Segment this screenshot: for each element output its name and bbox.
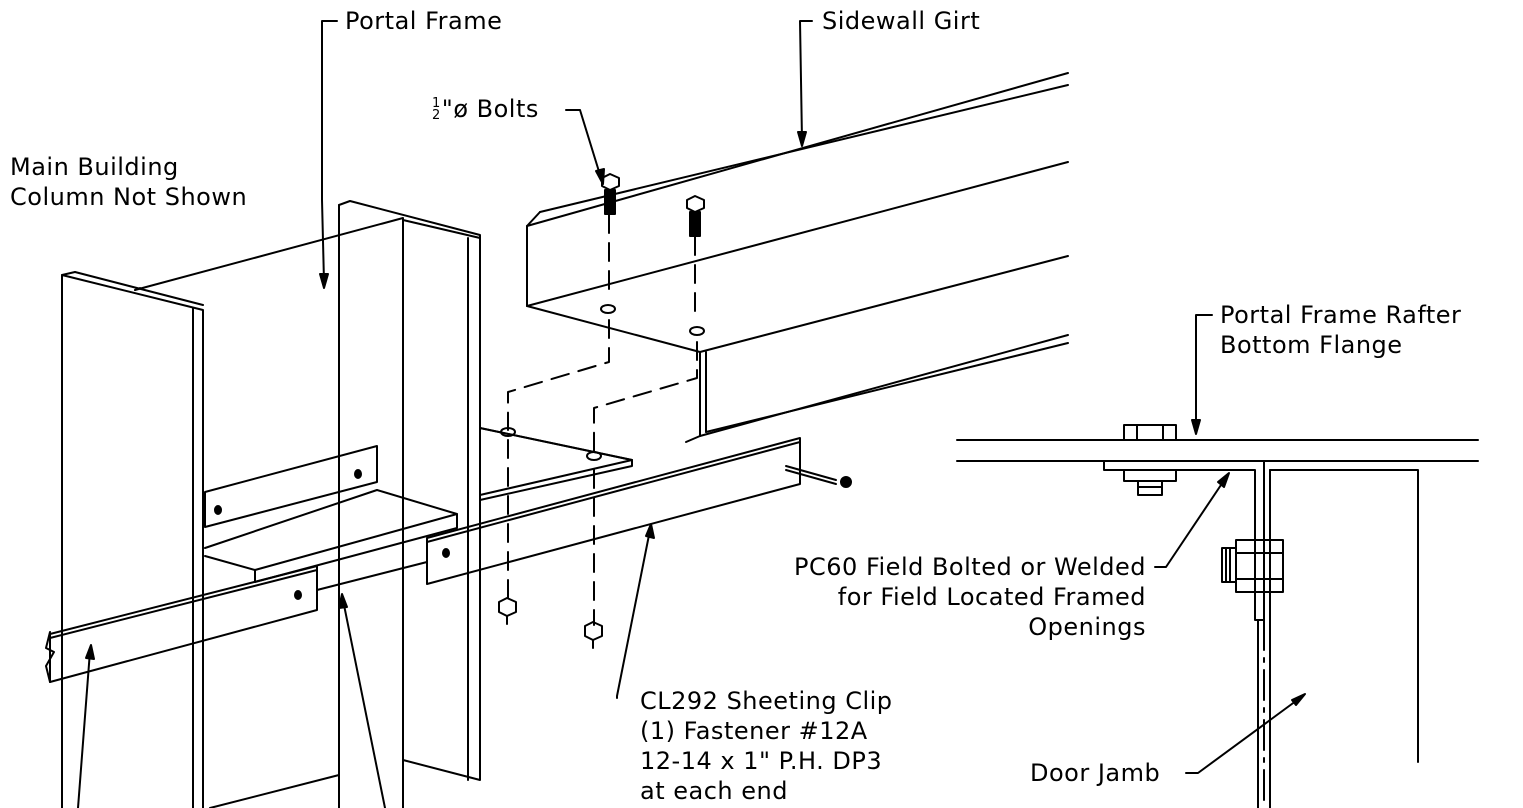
nut-1 [499,598,516,624]
girt-seat-plate [480,428,632,500]
bolt-2 [687,196,704,320]
label-main-building: Main Building Column Not Shown [10,153,248,211]
bolt-1 [602,174,619,298]
sidewall-girt [527,73,1068,442]
bolt-centerlines [508,320,697,625]
label-door-jamb: Door Jamb [1030,759,1161,787]
section-detail [957,315,1478,808]
label-sheeting-clip: CL292 Sheeting Clip (1) Fastener #12A 12… [640,687,893,805]
label-sidewall-girt: Sidewall Girt [822,7,981,35]
sheeting-clip [317,438,851,590]
label-portal-frame: Portal Frame [345,7,503,35]
connection-clip [205,446,457,582]
label-pc60: PC60 Field Bolted or Welded for Field Lo… [794,553,1146,641]
label-rafter-bottom-flange: Portal Frame Rafter Bottom Flange [1220,301,1462,359]
portal-frame [135,201,480,808]
left-clip-bar [46,566,317,682]
leader-lines [78,21,812,808]
nut-2 [585,622,602,648]
